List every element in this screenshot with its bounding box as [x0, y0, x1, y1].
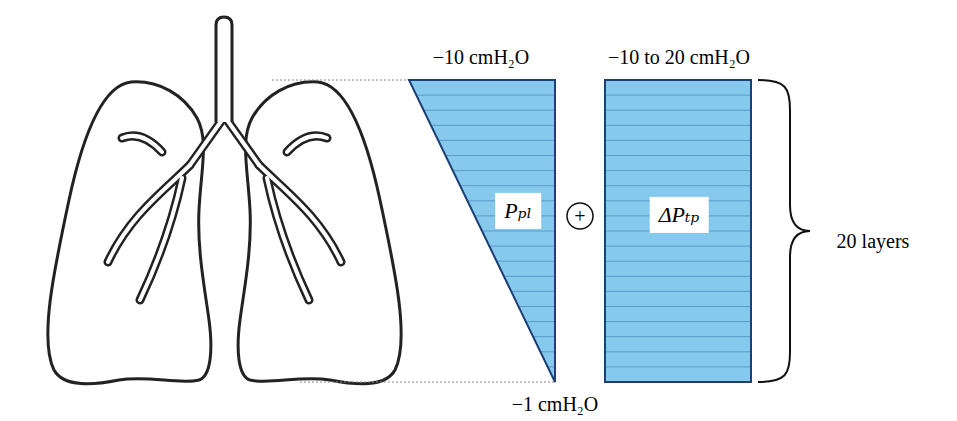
layer-line — [453, 170, 555, 171]
layer-line — [605, 140, 751, 141]
layer-line — [605, 351, 751, 352]
right-lung — [238, 82, 401, 384]
pressure-symbol: Pₚₗ — [495, 193, 541, 229]
bronchus — [267, 178, 309, 300]
layer-line — [605, 261, 751, 262]
layer-line — [605, 321, 751, 322]
bronchus — [140, 178, 182, 300]
bronchi-outline — [108, 120, 341, 300]
bronchus — [227, 120, 259, 165]
layer-line — [540, 351, 555, 352]
shape-fill — [409, 80, 555, 382]
layer-line — [605, 170, 751, 171]
layer-line — [519, 306, 556, 307]
bronchus — [267, 178, 309, 300]
layer-line — [438, 140, 555, 141]
bronchus — [259, 165, 341, 262]
layer-line — [504, 276, 555, 277]
layer-line — [605, 95, 751, 96]
pressure-triangle: Pₚₗ — [409, 80, 555, 382]
layer-line — [431, 125, 555, 126]
layer-line — [605, 125, 751, 126]
node-shape — [409, 80, 555, 382]
pressure-value: −10 cmH₂O — [433, 46, 530, 68]
bronchus — [227, 120, 259, 165]
layer-line — [460, 185, 555, 186]
layer-line — [605, 246, 751, 247]
bronchus — [122, 136, 162, 152]
curly-brace — [758, 80, 810, 382]
layer-line — [605, 110, 751, 111]
shape-fill — [605, 80, 751, 382]
lungs — [48, 17, 401, 384]
layer-line — [511, 291, 555, 292]
pressure-symbol: ΔPₜₚ — [650, 197, 709, 233]
operator-symbol: + — [574, 205, 585, 227]
bronchus — [287, 136, 327, 152]
layer-line — [605, 155, 751, 156]
layer-line — [489, 246, 555, 247]
layer-line — [605, 291, 751, 292]
layer-count: 20 layers — [837, 230, 910, 252]
left-lung — [48, 82, 211, 384]
bronchus — [190, 120, 222, 165]
shape-outline — [605, 80, 751, 382]
layer-line — [424, 110, 555, 111]
pressure-value: −1 cmH₂O — [512, 393, 599, 415]
guide-lines — [272, 80, 555, 382]
layer-line — [605, 336, 751, 337]
bronchus — [108, 165, 190, 262]
layer-line — [605, 306, 751, 307]
bronchus — [190, 120, 222, 165]
layer-line — [497, 261, 555, 262]
bronchus — [287, 136, 327, 152]
pressure-value: −10 to 20 cmH₂O — [608, 46, 750, 68]
circle-outline — [567, 203, 593, 229]
layer-line — [526, 321, 555, 322]
layer-line — [605, 366, 751, 367]
guide-line — [272, 80, 409, 81]
layer-line — [416, 95, 555, 96]
plus-circle: + — [566, 202, 594, 230]
bronchus — [140, 178, 182, 300]
layer-line — [482, 231, 555, 232]
layer-line — [605, 276, 751, 277]
trachea — [216, 17, 232, 122]
layer-line — [533, 336, 555, 337]
shape-outline — [409, 80, 555, 382]
guide-line — [300, 382, 555, 383]
layer-line — [446, 155, 556, 156]
pressure-band: ΔPₜₚ — [605, 80, 751, 382]
layer-line — [605, 185, 751, 186]
bronchus — [122, 136, 162, 152]
bronchi-lumen — [108, 120, 341, 300]
